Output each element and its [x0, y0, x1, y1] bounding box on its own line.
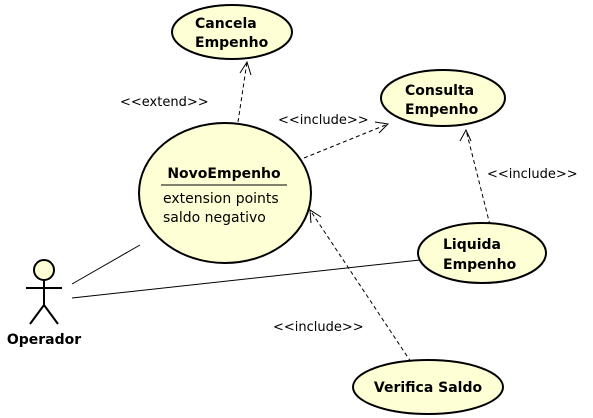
include-dependency-liquida-consulta[interactable]: [465, 129, 491, 226]
use-case-novoempenho[interactable]: NovoEmpenho extension points saldo negat…: [138, 122, 312, 264]
extension-point-saldo-negativo: saldo negativo: [163, 210, 266, 226]
actor-left-leg: [29, 304, 45, 325]
actor-head: [33, 259, 55, 281]
use-case-verifica-name: Verifica Saldo: [374, 380, 483, 396]
use-case-verifica-saldo[interactable]: Verifica Saldo: [352, 359, 504, 415]
include-arrowhead-verifica-novo: [309, 209, 322, 224]
use-case-cancela-line1: Cancela: [195, 16, 257, 32]
association-operador-liquida[interactable]: [71, 259, 421, 299]
association-operador-novoempenho[interactable]: [71, 244, 141, 285]
include-dependency-verifica-novo[interactable]: [309, 209, 412, 363]
include-arrowhead-liquida-consulta: [459, 128, 472, 142]
use-case-cancela-empenho[interactable]: Cancela Empenho: [171, 4, 293, 60]
use-case-novoempenho-name: NovoEmpenho: [167, 166, 281, 182]
extend-dependency[interactable]: [237, 61, 248, 123]
use-case-liquida-line2: Empenho: [443, 257, 517, 273]
include-arrowhead-novo-consulta: [374, 121, 390, 134]
use-case-liquida-empenho[interactable]: Liquida Empenho: [417, 222, 547, 284]
extend-stereotype-label: <<extend>>: [120, 95, 209, 110]
extend-arrowhead: [239, 60, 252, 76]
actor-name: Operador: [7, 332, 81, 348]
use-case-cancela-line2: Empenho: [195, 35, 269, 51]
actor-right-leg: [43, 304, 59, 325]
include-stereotype-label-novo-consulta: <<include>>: [278, 113, 369, 128]
include-stereotype-label-liquida-consulta: <<include>>: [487, 167, 578, 182]
use-case-liquida-line1: Liquida: [443, 237, 501, 253]
use-case-consulta-line1: Consulta: [405, 83, 474, 99]
include-dependency-novo-consulta[interactable]: [303, 123, 389, 159]
use-case-consulta-empenho[interactable]: Consulta Empenho: [380, 69, 506, 127]
use-case-consulta-line2: Empenho: [405, 102, 479, 118]
include-stereotype-label-verifica-novo: <<include>>: [273, 320, 364, 335]
extension-points-title: extension points: [163, 191, 279, 207]
actor-operador[interactable]: Operador: [7, 259, 81, 348]
